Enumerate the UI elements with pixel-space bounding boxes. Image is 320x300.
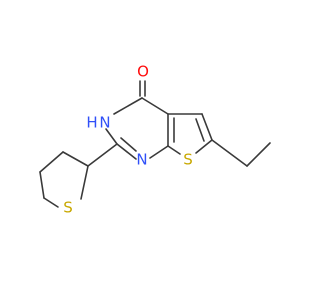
bond-c2-thiolane (87, 143, 118, 167)
bond-c4a-c4 (141, 97, 169, 115)
bond-thiolane-c4-s (43, 197, 59, 208)
nh-nitrogen-label: N (99, 114, 110, 132)
bond-n1-c7a (149, 145, 169, 159)
ring-nitrogen-label: N (136, 151, 147, 169)
bond-s-c7a (167, 145, 181, 155)
bond-n3-c2 (105, 128, 118, 145)
bond-ch2-ch3 (246, 142, 271, 167)
bond-c2-n1-double (120, 137, 137, 152)
bond-thiolane-c2-c3 (39, 151, 64, 173)
bond-thiolane-s-c1 (80, 165, 89, 200)
bond-c4-n3 (113, 97, 143, 115)
thiolane-sulfur-label: S (63, 199, 73, 217)
bond-thiolane-c3-c4 (39, 171, 45, 199)
bond-c5-c6 (201, 113, 213, 141)
thiophene-sulfur-label: S (183, 151, 193, 169)
oxygen-atom-label: O (137, 63, 149, 81)
bond-c6-ch2 (211, 139, 248, 167)
bond-c2-n1 (116, 143, 137, 160)
molecule-canvas: O H N N S S (39, 62, 271, 217)
bond-c6-s (195, 139, 213, 154)
structure-diagram: O H N N S S (39, 63, 271, 217)
bond-c5-c6-double (195, 118, 205, 142)
nh-hydrogen-label: H (86, 114, 97, 132)
bonds (39, 80, 271, 208)
bond-thiolane-c1-c2 (62, 151, 89, 167)
atom-labels: O H N N S S (63, 63, 193, 217)
